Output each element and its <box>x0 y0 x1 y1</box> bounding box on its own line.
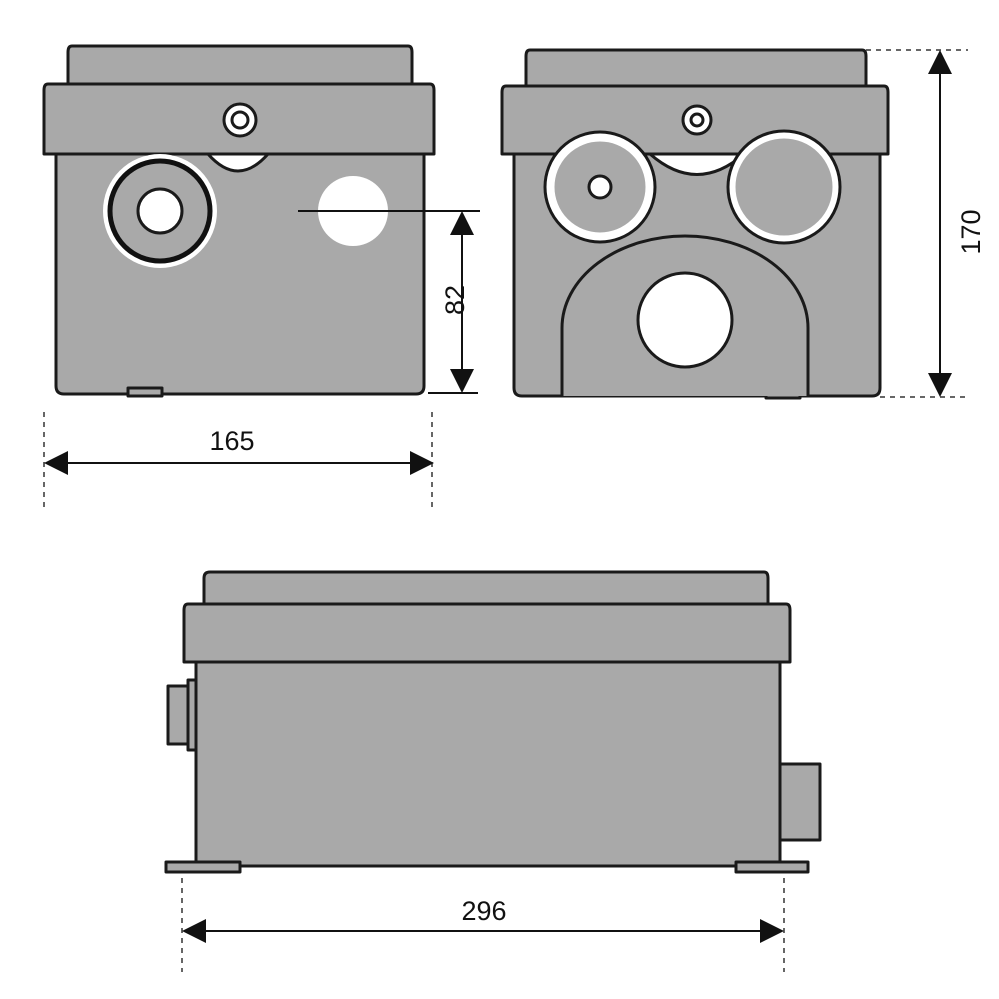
length-view <box>164 570 822 874</box>
front-lid-top <box>66 44 414 86</box>
side-view <box>500 48 890 400</box>
front-view <box>42 44 480 398</box>
dim-170-label: 170 <box>956 209 986 254</box>
length-body <box>194 660 782 868</box>
dim-296: 296 <box>181 878 785 972</box>
side-screw-icon <box>689 112 705 128</box>
front-screw-icon <box>230 110 250 130</box>
length-foot-right <box>734 860 810 874</box>
dim-165: 165 <box>43 412 434 512</box>
length-foot-left <box>164 860 242 874</box>
length-gland-right <box>778 762 822 842</box>
front-gland-hole <box>136 187 184 235</box>
length-lid <box>182 602 792 664</box>
dim-82-label: 82 <box>440 285 470 315</box>
length-gland-left-nut <box>186 678 198 752</box>
length-lid-top <box>202 570 770 606</box>
dim-170: 170 <box>866 49 986 398</box>
dim-165-label: 165 <box>209 426 254 456</box>
front-foot-left <box>126 386 164 398</box>
side-lid-top <box>524 48 868 88</box>
side-knockout-lower-inner <box>647 282 723 358</box>
side-knockout-right-inner <box>732 135 836 239</box>
side-gland-left-hole <box>587 174 613 200</box>
dim-296-label: 296 <box>461 896 506 926</box>
dim-82: 82 <box>428 211 478 394</box>
length-gland-left <box>166 684 190 746</box>
